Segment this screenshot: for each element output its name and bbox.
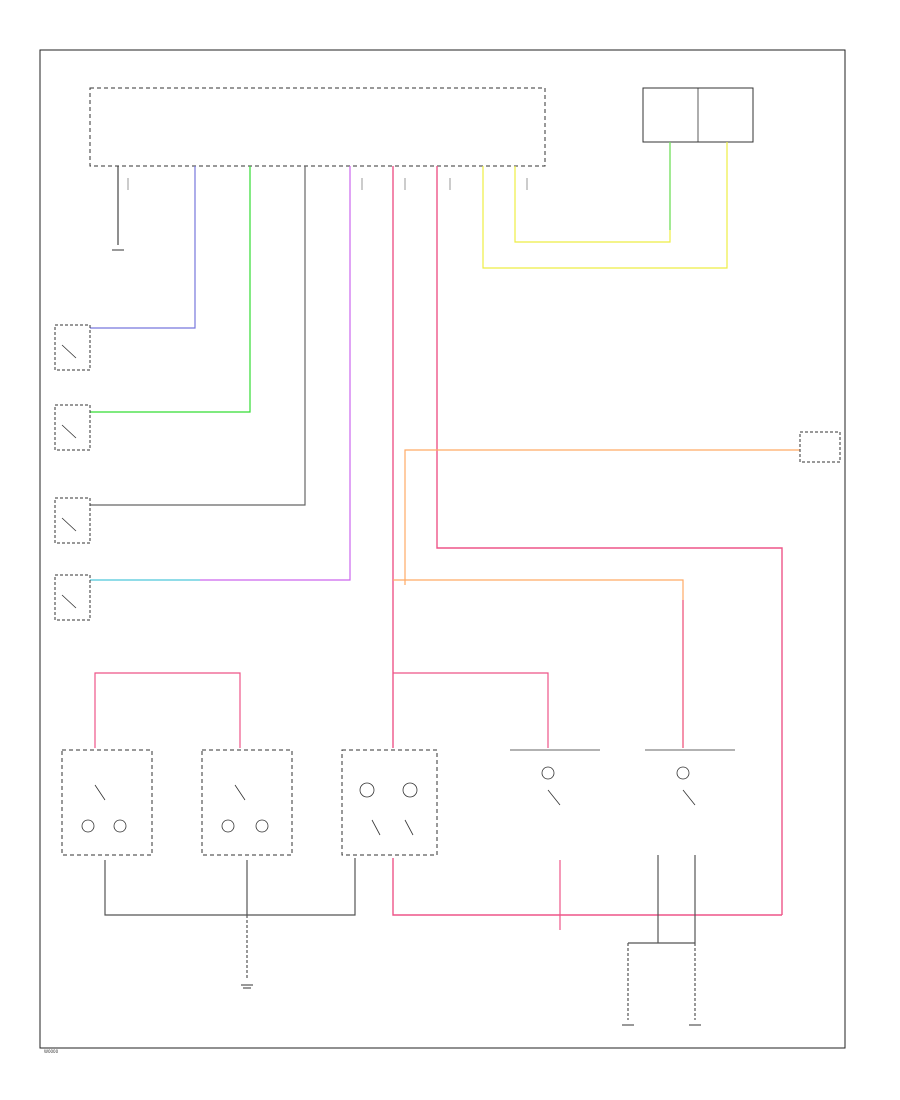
wire-pink-lamps: [94, 672, 241, 748]
wire-orange-top: [404, 449, 800, 585]
footer-code: W0000: [44, 1049, 59, 1054]
wire-violet: [90, 166, 351, 581]
wire-pink-dome: [393, 672, 549, 748]
door-switch-2: [54, 404, 91, 451]
wire-orange-lower: [393, 579, 684, 748]
diagram-frame: [39, 49, 846, 1049]
ground-symbols: [112, 249, 701, 1026]
door-switch-3: [54, 497, 91, 544]
wire-pink-right: [436, 166, 783, 915]
switch-contacts: [61, 344, 77, 609]
connector-marks: [127, 178, 528, 190]
lamp-switch-contacts: [94, 784, 696, 836]
courtesy-lamp-2: [201, 749, 293, 856]
keyless-receiver: [799, 431, 841, 463]
wire-yellow-2: [514, 142, 671, 243]
wire-blue: [90, 166, 196, 329]
courtesy-lamp-1: [61, 749, 153, 856]
lamp-bulbs: [81, 766, 690, 833]
wire-pink-bottom: [392, 858, 782, 916]
wire-black-bottom: [104, 858, 356, 916]
wire-black-2: [90, 166, 306, 506]
wire-green: [90, 166, 251, 413]
body-control-module: [89, 87, 546, 167]
dome-lamp-assembly: [341, 749, 438, 856]
door-switch-4: [54, 574, 91, 621]
wire-yellow-1: [482, 142, 728, 269]
door-switch-1: [54, 324, 91, 371]
